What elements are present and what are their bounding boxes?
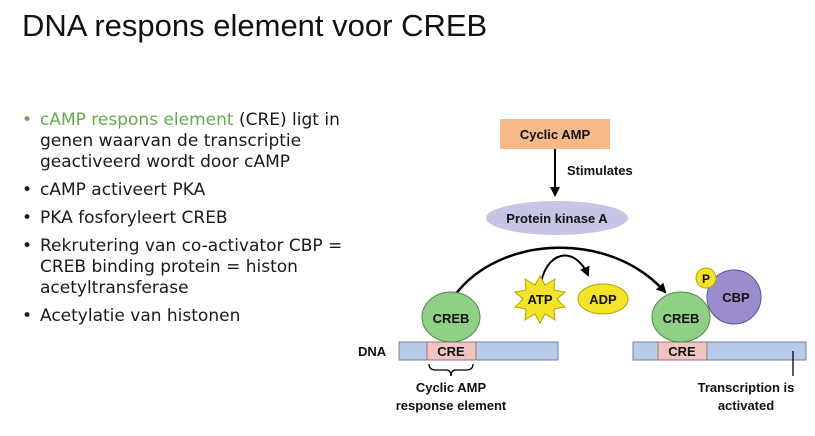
cyclic-amp-label: Cyclic AMP — [520, 127, 591, 142]
phosphate-label: P — [702, 272, 710, 286]
bullet-dot: • — [22, 110, 33, 130]
cre-caption-line1: Cyclic AMP — [416, 380, 487, 395]
activated-caption-line2: activated — [718, 398, 774, 413]
bullet-text: Acetylatie van histonen — [40, 306, 241, 326]
creb-label-left: CREB — [433, 311, 470, 326]
bullet-item: • Rekrutering van co-activator CBP = CREB… — [20, 236, 350, 299]
cre-caption-line2: response element — [396, 398, 507, 413]
cre-label-left: CRE — [437, 344, 465, 359]
bullet-list: • cAMP respons element (CRE) ligt in gene… — [20, 110, 350, 334]
bullet-item: • cAMP activeert PKA — [20, 180, 350, 201]
dna-strand-left — [398, 341, 559, 361]
adp-molecule — [577, 283, 629, 315]
cre-brace — [428, 363, 474, 377]
bullet-dot: • — [22, 180, 33, 200]
dna-label: DNA — [358, 344, 387, 359]
stimulates-label: Stimulates — [567, 163, 633, 178]
phosphate-group — [695, 267, 717, 289]
page-title: DNA respons element voor CREB — [22, 8, 488, 43]
cbp-protein — [706, 269, 762, 325]
bullet-highlight: cAMP respons element — [40, 110, 234, 130]
bullet-dot: • — [22, 236, 33, 256]
bullet-dot: • — [22, 208, 33, 228]
bullet-text: (CRE) ligt in genen waarvan de transcrip… — [40, 110, 340, 172]
creb-label-right: CREB — [663, 311, 700, 326]
bullet-item: • cAMP respons element (CRE) ligt in gene… — [20, 110, 350, 173]
creb-protein-right — [651, 291, 711, 343]
bullet-item: • Acetylatie van histonen — [20, 306, 350, 327]
atp-starburst — [513, 274, 567, 325]
bullet-text: PKA fosforyleert CREB — [40, 208, 228, 228]
bullet-text: cAMP activeert PKA — [40, 180, 206, 200]
bullet-text: Rekrutering van co-activator CBP = CREB … — [40, 236, 343, 298]
activated-caption-line1: Transcription is — [698, 380, 795, 395]
protein-kinase-a-label: Protein kinase A — [506, 211, 608, 226]
adp-label: ADP — [589, 292, 617, 307]
bullet-item: • PKA fosforyleert CREB — [20, 208, 350, 229]
atp-label: ATP — [527, 292, 552, 307]
bullet-dot: • — [22, 306, 33, 326]
cyclic-amp-box — [500, 119, 610, 149]
cbp-label: CBP — [722, 290, 750, 305]
creb-protein-left — [421, 291, 481, 343]
atp-to-adp-arrow — [539, 254, 590, 289]
protein-kinase-a — [486, 201, 628, 235]
cre-label-right: CRE — [668, 344, 696, 359]
activation-arc-arrow — [454, 246, 667, 296]
